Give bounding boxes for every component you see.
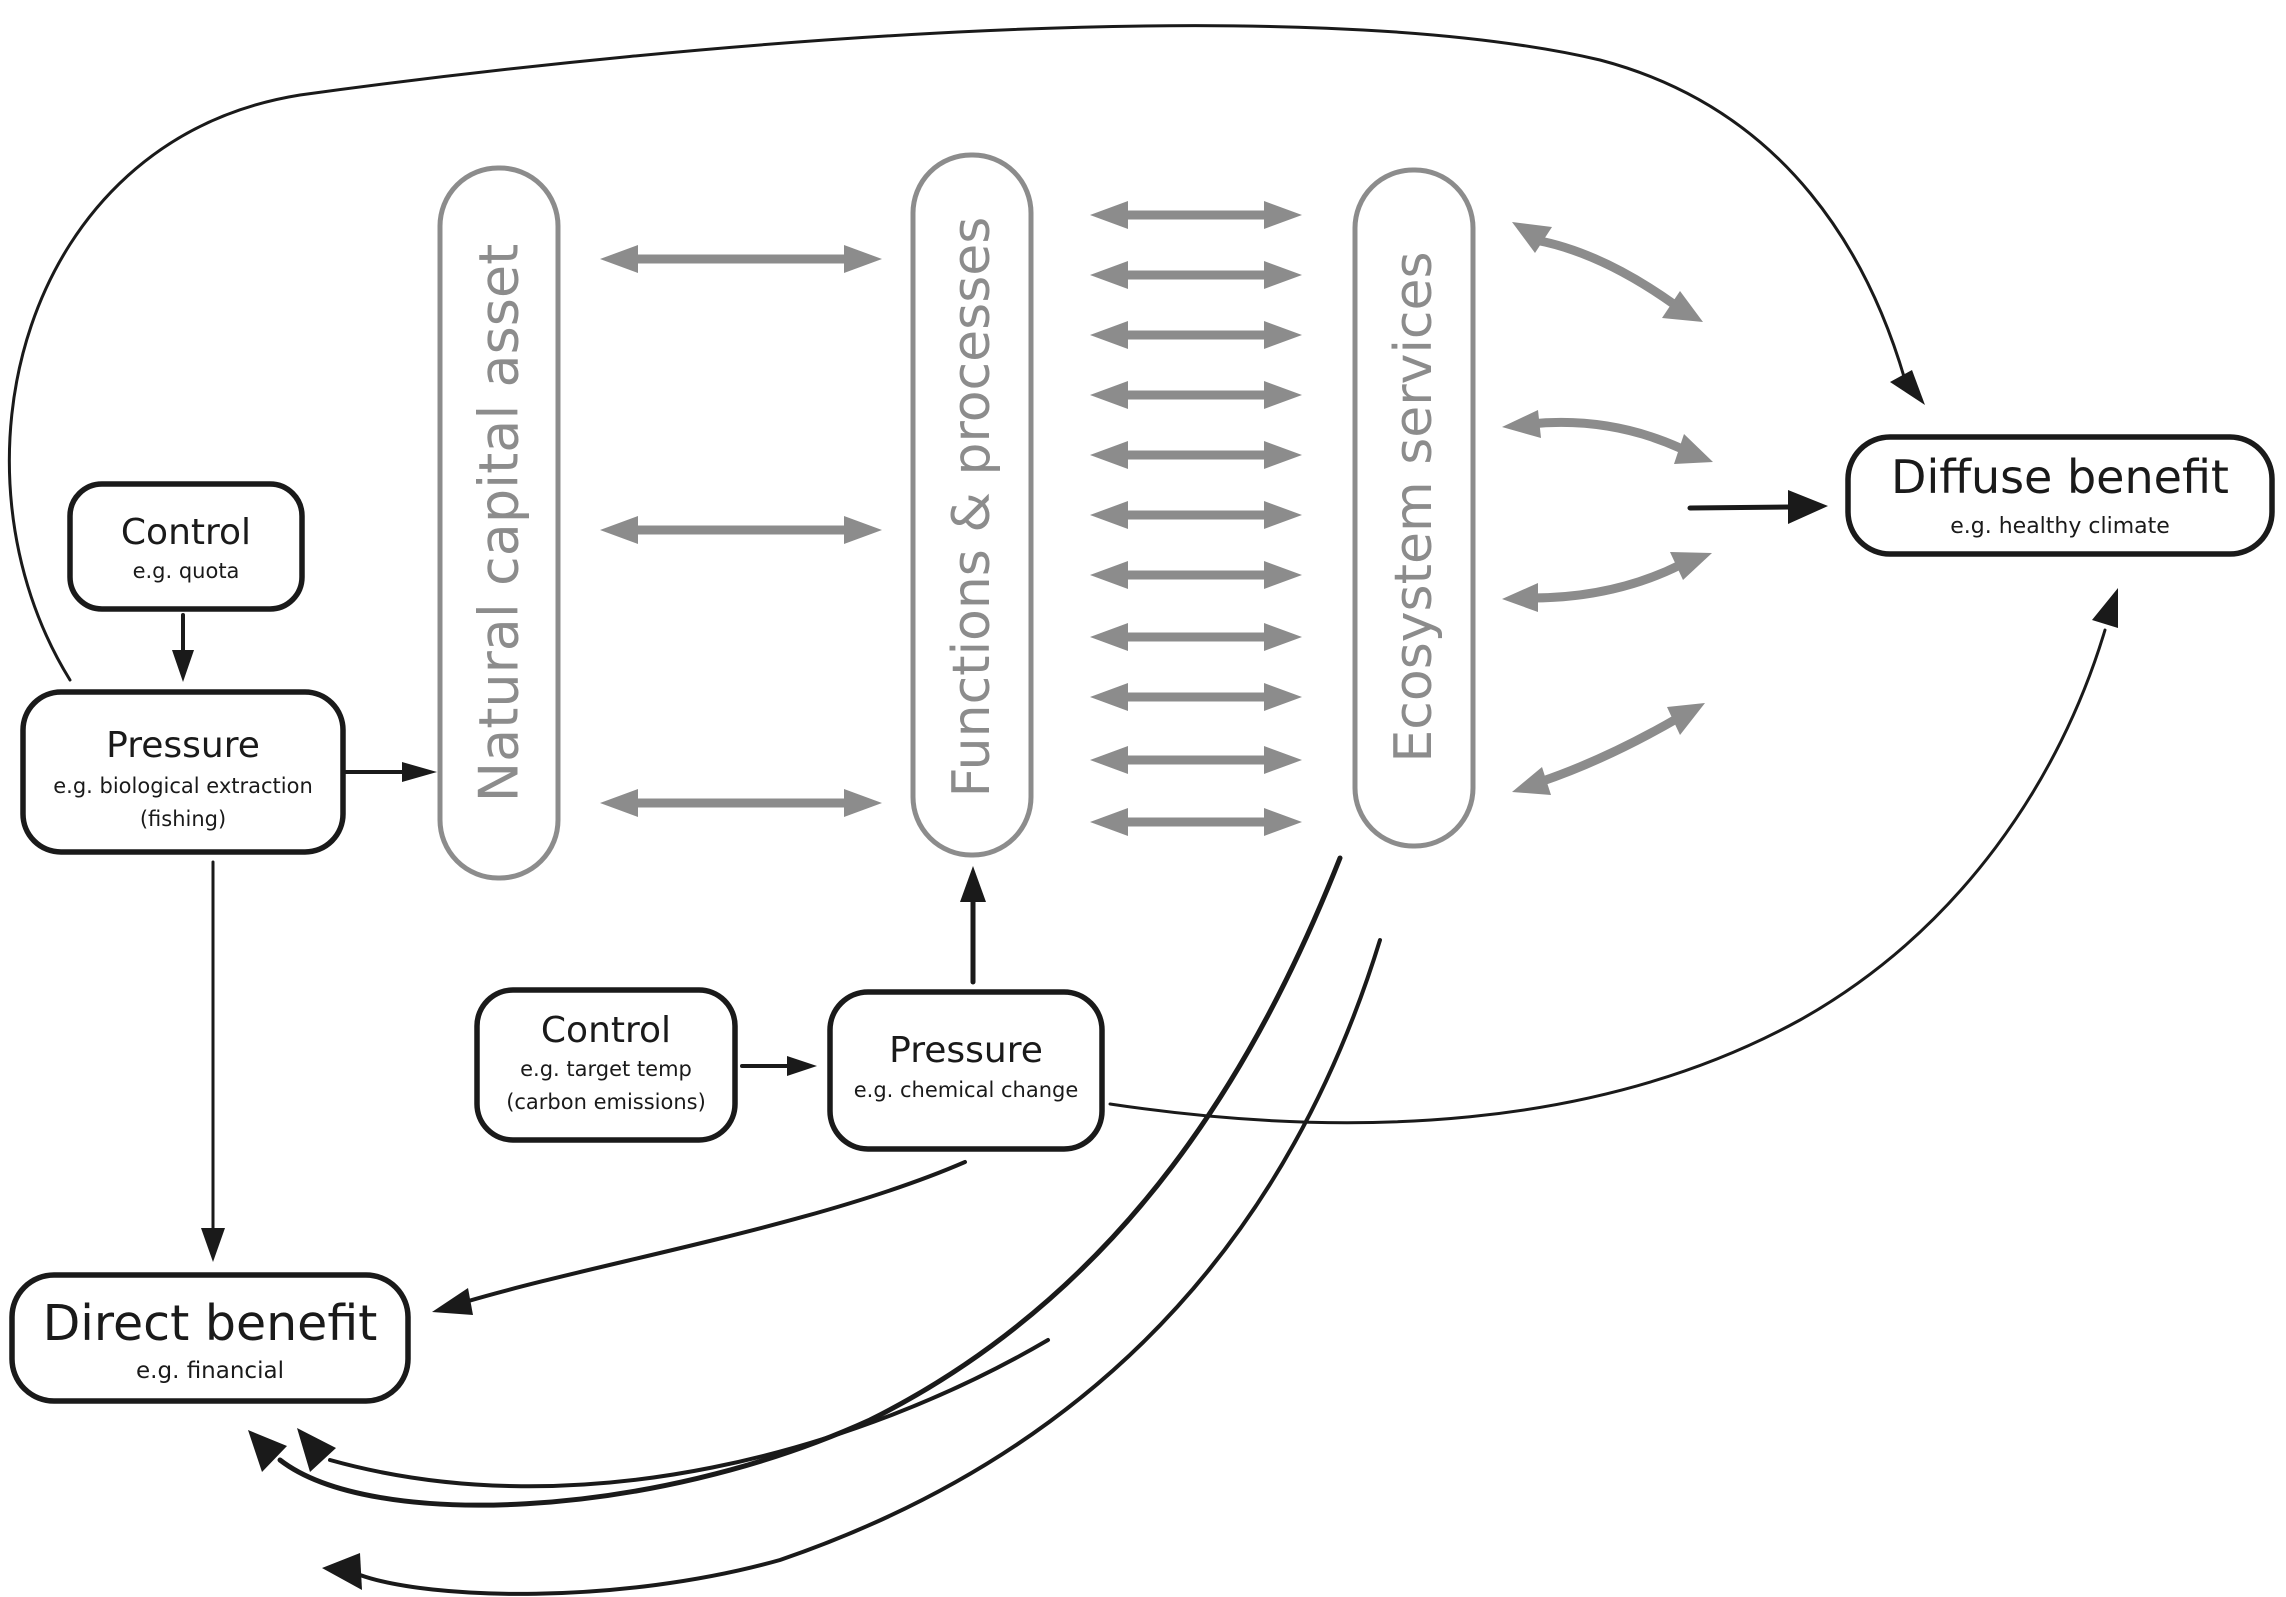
arrowhead-direct-from-pressure-mid [432,1288,473,1315]
node-diffuse-benefit-sub: e.g. healthy climate [1950,514,2170,539]
node-direct-benefit-title: Direct benefit [43,1295,378,1352]
node-pressure-chemical-title: Pressure [889,1030,1043,1071]
arrowhead-natural-capital [402,762,437,782]
arrowhead-pressure-left [172,650,194,682]
node-pressure-chemical: Pressure e.g. chemical change [827,989,1105,1152]
pillar-natural-capital: Natural capital asset [437,165,561,881]
node-control-target-temp-title: Control [541,1010,671,1051]
double-arrow-fe-3 [1090,321,1302,349]
pillar-ecosystem-services: Ecosystem services [1352,167,1476,849]
arrowhead-direct-b [322,1553,362,1590]
arrowhead-pressure-mid [787,1056,817,1076]
pillar-natural-capital-label: Natural capital asset [468,244,531,803]
double-arrow-fe-9 [1090,683,1302,711]
node-pressure-extraction-sub1: e.g. biological extraction [53,774,313,798]
double-arrow-fe-4 [1090,381,1302,409]
node-direct-benefit-sub: e.g. financial [136,1358,284,1384]
node-pressure-chemical-sub: e.g. chemical change [854,1078,1079,1102]
connector-pressure-mid-to-direct [463,1160,967,1304]
arrowhead-diffuse-bottom [2092,588,2118,628]
node-control-quota-sub: e.g. quota [133,559,240,583]
pillar-functions-processes-label: Functions & processes [942,217,1002,798]
connector-pressure-to-diffuse-loop [7,24,1907,682]
double-arrow-fe-1 [1090,201,1302,229]
curved-arrow-ed-3 [1502,552,1712,612]
double-arrow-nf-3 [600,789,882,817]
node-pressure-extraction-sub2: (fishing) [140,807,226,831]
connector-pressure-mid-to-diffuse [1108,628,2107,1125]
pillar-functions-processes: Functions & processes [910,152,1034,858]
double-arrow-fe-11 [1090,808,1302,836]
arrowhead-direct-c [297,1428,336,1472]
node-diffuse-benefit-title: Diffuse benefit [1891,450,2229,504]
pillar-ecosystem-services-label: Ecosystem services [1384,251,1444,762]
connector-ecosystem-to-diffuse [1687,504,1793,511]
node-pressure-extraction-title: Pressure [106,725,260,766]
double-arrow-fe-10 [1090,746,1302,774]
grey-arrows-natural-functions [600,245,882,817]
node-control-target-temp-sub1: e.g. target temp [520,1057,692,1081]
double-arrow-fe-5 [1090,441,1302,469]
node-pressure-extraction: Pressure e.g. biological extraction (fis… [20,689,346,855]
node-control-quota-title: Control [121,512,251,553]
curved-arrow-ed-4 [1512,703,1705,795]
arrowhead-functions [960,866,986,902]
connector-ecosystem-to-direct-b [358,938,1382,1596]
double-arrow-nf-2 [600,516,882,544]
double-arrow-fe-2 [1090,261,1302,289]
node-diffuse-benefit: Diffuse benefit e.g. healthy climate [1845,434,2275,557]
arrowhead-direct-from-pressure [201,1228,225,1262]
connector-ecosystem-to-direct-a [277,855,1343,1508]
node-control-target-temp-sub2: (carbon emissions) [506,1090,706,1114]
node-control-target-temp: Control e.g. target temp (carbon emissio… [474,987,738,1143]
connector-ecosystem-to-direct-c [328,1338,1050,1489]
curved-arrow-ed-2 [1502,410,1713,464]
node-direct-benefit: Direct benefit e.g. financial [9,1272,411,1404]
double-arrow-nf-1 [600,245,882,273]
node-control-quota: Control e.g. quota [67,481,305,612]
curved-arrow-ed-1 [1512,222,1703,322]
grey-arrows-functions-ecosystem [1090,201,1302,836]
arrowhead-direct-a [248,1430,287,1472]
arrowhead-diffuse-side [1788,490,1828,524]
arrowhead-diffuse-top [1890,370,1925,405]
double-arrow-fe-6 [1090,501,1302,529]
grey-arrows-ecosystem-diffuse [1502,222,1713,795]
double-arrow-fe-7 [1090,561,1302,589]
double-arrow-fe-8 [1090,623,1302,651]
